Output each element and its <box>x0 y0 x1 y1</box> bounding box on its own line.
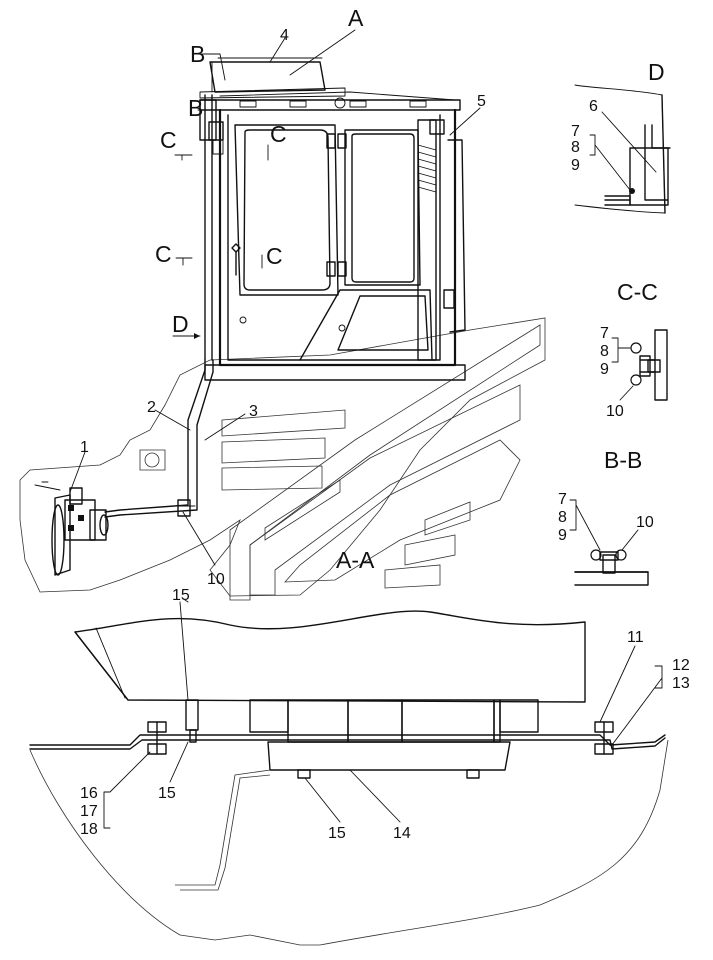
callout-10-main: 10 <box>207 571 225 588</box>
callout-1: 1 <box>80 439 89 456</box>
cab-assembly <box>199 57 466 381</box>
callout-numbers: 4 5 2 3 1 10 6 7 8 9 7 8 9 10 7 8 9 10 1… <box>80 27 690 842</box>
callout-2: 2 <box>147 399 156 416</box>
label-section-d: D <box>172 311 189 337</box>
callout-d-9: 9 <box>571 157 580 174</box>
label-section-c-1: C <box>160 127 177 153</box>
section-labels: A B B C C C C D D C-C B-B A-A <box>155 5 665 573</box>
label-section-b-2: B <box>188 95 203 121</box>
callout-15-top: 15 <box>172 587 190 604</box>
callout-cc-9: 9 <box>600 361 609 378</box>
leader-lines-top <box>69 29 481 566</box>
label-section-c-4: C <box>266 243 283 269</box>
label-section-c-3: C <box>155 241 172 267</box>
callout-15-bottom: 15 <box>328 825 346 842</box>
view-bb-detail <box>569 499 649 586</box>
callout-13: 13 <box>672 675 690 692</box>
callout-18: 18 <box>80 821 98 838</box>
callout-14: 14 <box>393 825 411 842</box>
callout-d-7: 7 <box>571 123 580 140</box>
label-section-a: A <box>348 5 364 31</box>
view-cc-title: C-C <box>617 279 658 305</box>
callout-16: 16 <box>80 785 98 802</box>
view-d-title: D <box>648 59 665 85</box>
callout-cc-10: 10 <box>606 403 624 420</box>
callout-d-6: 6 <box>589 98 598 115</box>
callout-3: 3 <box>249 403 258 420</box>
view-bb-title: B-B <box>604 447 642 473</box>
view-aa-title: A-A <box>336 547 375 573</box>
callout-5: 5 <box>477 93 486 110</box>
hood-chevron-panels <box>221 324 541 601</box>
view-d-detail <box>574 84 671 214</box>
callout-4: 4 <box>280 27 289 44</box>
callout-12: 12 <box>672 657 690 674</box>
view-cc-detail <box>611 329 668 401</box>
callout-d-8: 8 <box>571 139 580 156</box>
callout-cc-8: 8 <box>600 343 609 360</box>
callout-bb-8: 8 <box>558 509 567 526</box>
label-section-b-1: B <box>190 41 205 67</box>
callout-bb-9: 9 <box>558 527 567 544</box>
callout-17: 17 <box>80 803 98 820</box>
hoses <box>104 359 214 518</box>
compressor-unit <box>34 481 109 576</box>
callout-cc-7: 7 <box>600 325 609 342</box>
callout-15-left: 15 <box>158 785 176 802</box>
section-aa-detail <box>29 599 669 946</box>
callout-bb-10: 10 <box>636 514 654 531</box>
callout-bb-7: 7 <box>558 491 567 508</box>
callout-11: 11 <box>627 629 644 646</box>
label-section-c-2: C <box>270 121 287 147</box>
